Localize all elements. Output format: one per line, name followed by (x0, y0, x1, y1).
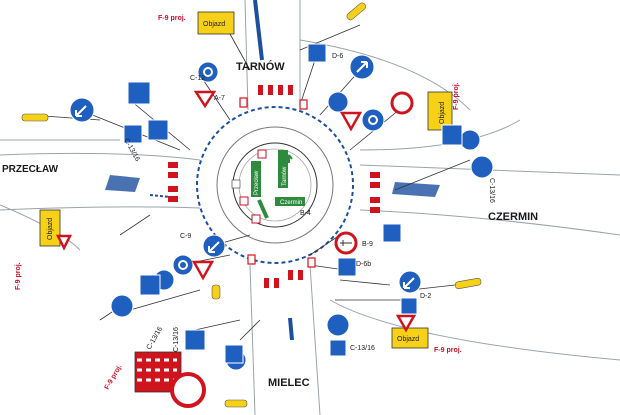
detour-code: F-9 proj. (434, 347, 462, 354)
pedestrian-crossing-sign-icon (127, 81, 151, 105)
code-d2: D-2 (420, 293, 431, 300)
central-island-signs: Przecław Tarnów Czermin (231, 149, 305, 224)
cycle-path-sign-icon (470, 155, 494, 179)
direction-arrow-sign-icon (327, 91, 349, 113)
bike-code: C-13/16 (350, 345, 375, 352)
yield-sign-icon (191, 260, 215, 281)
yield-sign-icon (339, 111, 363, 132)
pedestrian-crossings (168, 85, 380, 288)
yield-signs (55, 90, 417, 333)
yield-sign-icon (55, 234, 73, 251)
blue-signs (69, 54, 494, 371)
pedestrian-crossing-sign-icon (337, 257, 357, 277)
detour-board-right: Objazd F-9 proj. (427, 82, 460, 131)
pedestrian-crossing-sign-icon (307, 43, 327, 63)
pedestrian-crossing-sign-icon (382, 223, 402, 243)
bike-code: C-13/16 (488, 178, 495, 203)
cycle-sign-icon (329, 339, 347, 357)
code-a7: A-7 (214, 95, 225, 102)
detour-code: F-9 proj. (15, 262, 22, 290)
island-label-tarnow: Tarnów (282, 166, 288, 186)
code-b9: B-9 (362, 241, 373, 248)
no-entry-sign-icon (170, 372, 206, 408)
blue-sign-arrows (75, 61, 415, 289)
code-d6: D-6 (332, 53, 343, 60)
pedestrian-crossing-sign-icon (184, 329, 206, 351)
square-blue-signs (123, 43, 463, 364)
island-label-przeclaw: Przecław (254, 170, 260, 195)
pedestrian-crossing-sign-icon (224, 344, 244, 364)
barrier-pipes (21, 2, 482, 408)
city-label-south: MIELEC (268, 377, 310, 389)
detour-code: F-9 proj. (104, 364, 124, 391)
detour-board-left: Objazd F-9 proj. (15, 209, 61, 290)
pedestrian-crossing-sign-icon (147, 119, 169, 141)
cycle-crossings (105, 0, 440, 341)
code-b4: B-4 (300, 210, 311, 217)
parking-sign-icon (400, 297, 418, 315)
detour-board-bottom-left: F-9 proj. C-13/16 (104, 326, 182, 393)
detour-code: F-9 proj. (453, 82, 460, 110)
detour-board-top: Objazd F-9 proj. (158, 11, 235, 35)
city-label-east: CZERMIN (488, 211, 538, 223)
pedestrian-crossing-sign-icon (123, 124, 143, 144)
city-label-west: PRZECŁAW (2, 164, 59, 175)
detour-code: F-9 proj. (158, 15, 186, 22)
no-entry-sign-icon (390, 91, 414, 115)
yield-sign-icon (193, 90, 217, 109)
roundabout-sign-icon (172, 254, 194, 276)
code-d6b: D-6b (356, 261, 371, 268)
cycle-path-sign-icon (459, 129, 481, 151)
sign-codes: A-7 C-12 C-9 D-6b D-2 D-6 B-9 B-4 C-13/1… (122, 53, 495, 352)
cycle-path-sign-icon (326, 313, 350, 337)
detour-label: Objazd (397, 336, 419, 343)
roundabout-sign-icon (197, 61, 219, 83)
yield-sign-icon (395, 314, 417, 333)
detour-label: Objazd (439, 102, 446, 124)
detour-label: Objazd (47, 218, 54, 240)
reflector-posts (239, 97, 316, 268)
detour-board-bottom: Objazd F-9 proj. (391, 327, 462, 354)
code-c9: C-9 (180, 233, 191, 240)
cycle-path-sign-icon (110, 294, 134, 318)
bike-code: C-13/16 (146, 326, 165, 351)
bike-code: C-13/16 (173, 327, 180, 352)
roundabout-sign-icon (361, 108, 385, 132)
city-label-north: TARNÓW (236, 60, 285, 73)
pedestrian-crossing-sign-icon (441, 124, 463, 146)
island-label-czermin: Czermin (280, 200, 302, 206)
detour-label: Objazd (203, 21, 225, 28)
red-signs (170, 91, 414, 408)
code-c12: C-12 (190, 75, 205, 82)
pedestrian-crossing-sign-icon (139, 274, 161, 296)
